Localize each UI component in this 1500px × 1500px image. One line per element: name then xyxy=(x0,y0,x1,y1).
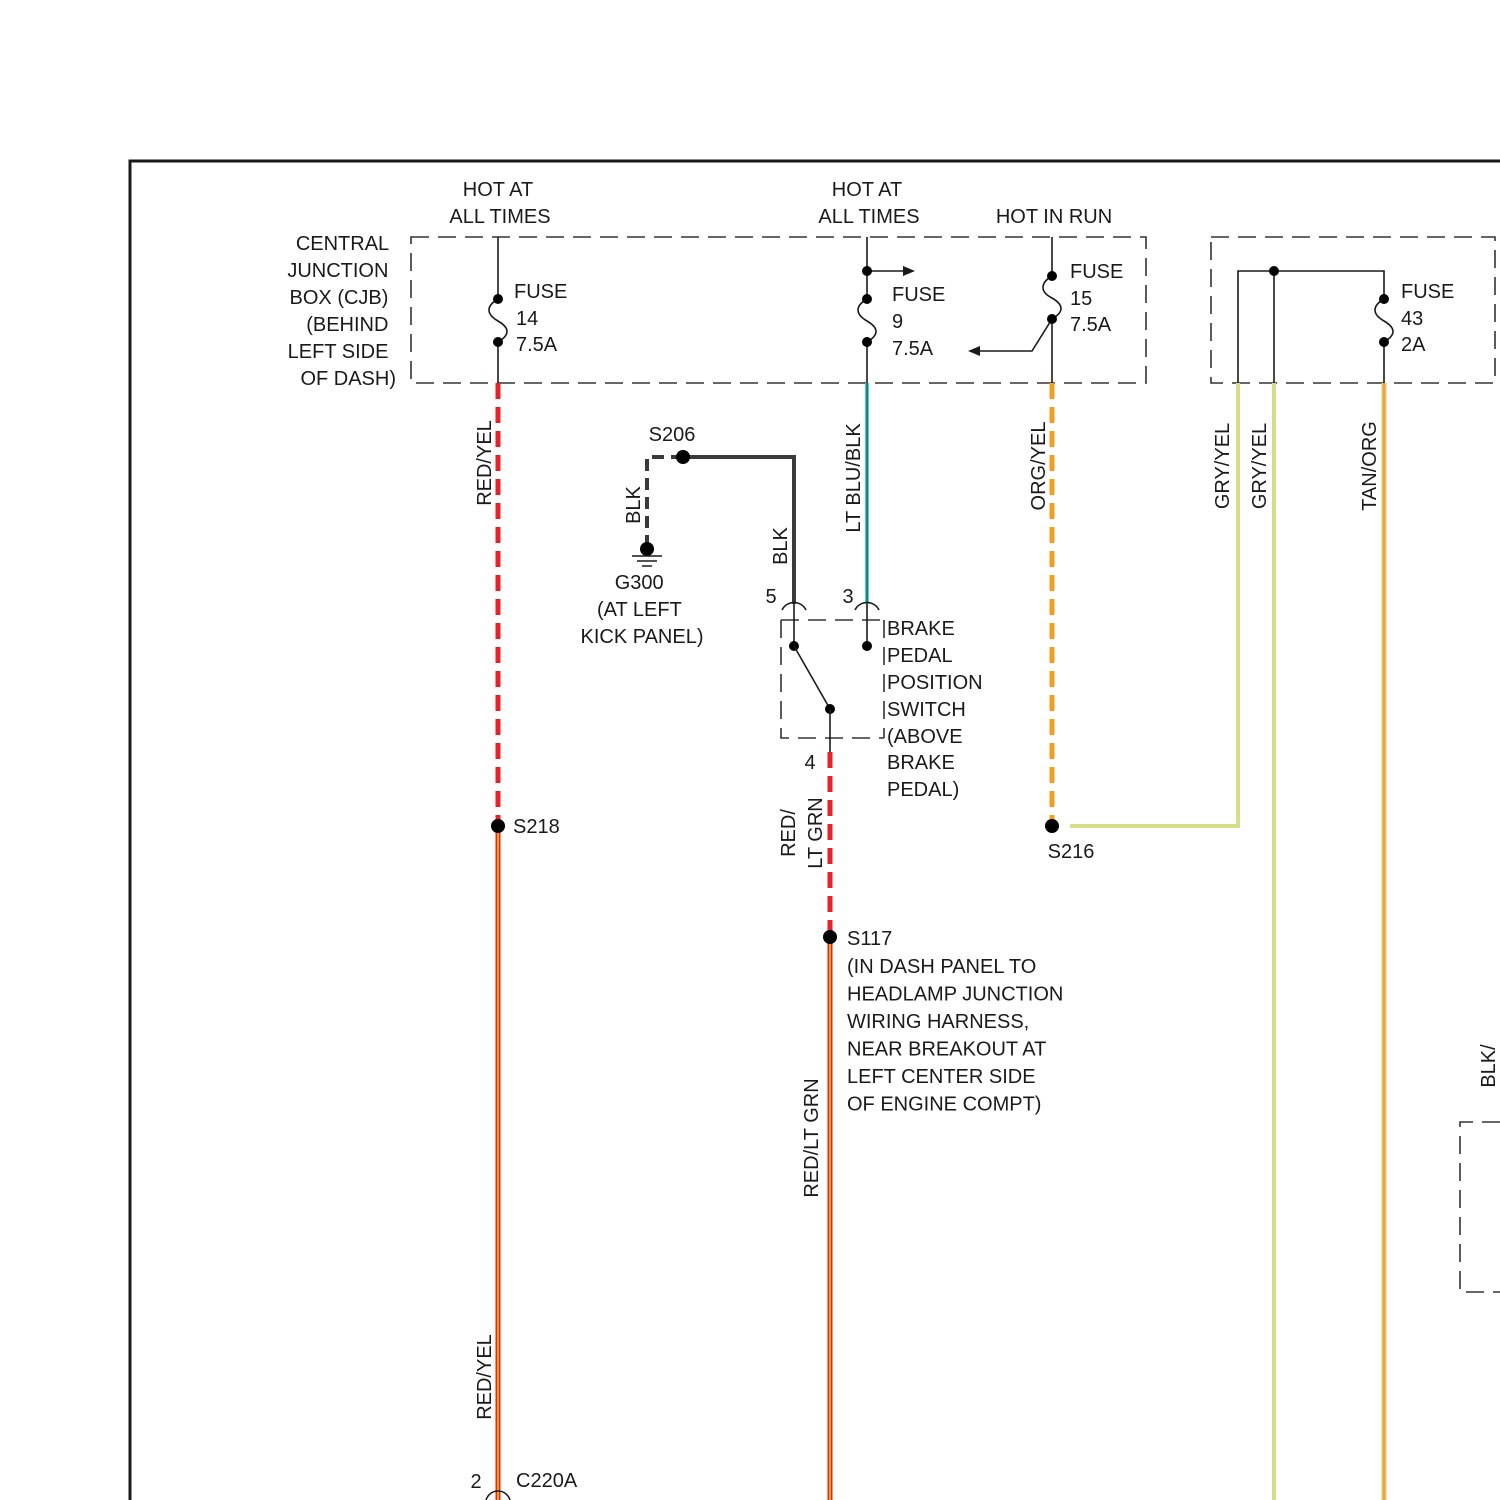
connector-c220a-label: C220A xyxy=(516,1470,578,1492)
wire-label-blk: BLK xyxy=(623,485,645,523)
switch-contact-3 xyxy=(862,641,872,651)
splice-s206-dot xyxy=(676,450,690,464)
wire-blk-ground xyxy=(647,457,683,545)
wire-label-org-yel: ORG/YEL xyxy=(1028,422,1050,511)
fuse-9-terminal-top xyxy=(862,294,872,304)
splice-s216-label: S216 xyxy=(1048,841,1095,863)
wire-label-red-lt-grn: RED/LT GRN xyxy=(801,1078,823,1197)
fuse-9-terminal-bottom xyxy=(862,337,872,347)
fuse-9-symbol xyxy=(858,299,876,342)
splice-s216-dot xyxy=(1045,819,1059,833)
splice-s206-label: S206 xyxy=(649,424,696,446)
fuse-43-symbol xyxy=(1375,299,1393,342)
ground-icon xyxy=(632,556,662,566)
splice-s117-label: S117 xyxy=(847,928,892,950)
fuse-15-branch xyxy=(978,319,1052,351)
switch-pin-5-label: 5 xyxy=(765,586,776,608)
ground-g300-label: G300 (AT LEFT KICK PANEL) xyxy=(581,572,704,648)
wire-label-gry-yel: GRY/YEL xyxy=(1249,423,1271,509)
wire-label-red-yel: RED/YEL xyxy=(474,1334,496,1420)
fuse-43-terminal-bottom xyxy=(1379,337,1389,347)
power-source-label: HOT IN RUN xyxy=(996,206,1112,228)
wire-label-lt-blu-blk: LT BLU/BLK xyxy=(843,423,865,533)
right-box-bus xyxy=(1238,271,1384,383)
wire-label-red-yel: RED/YEL xyxy=(474,420,496,506)
fuse-15-branch-arrow xyxy=(968,346,980,356)
switch-pin-3-label: 3 xyxy=(842,586,853,608)
fuse-15-terminal-bottom xyxy=(1047,314,1057,324)
fuse-9-branch-arrow xyxy=(903,266,915,276)
brake-switch-label: BRAKE PEDAL POSITION SWITCH (ABOVE BRAKE… xyxy=(887,618,988,801)
right-box-bus-node xyxy=(1269,266,1279,276)
switch-pin-4-label: 4 xyxy=(804,752,815,774)
splice-s117-note: (IN DASH PANEL TO HEADLAMP JUNCTION WIRI… xyxy=(847,956,1069,1116)
fuse-43-terminal-top xyxy=(1379,294,1389,304)
g300-ground-node xyxy=(640,542,654,556)
junction-box-right-outline xyxy=(1211,237,1495,383)
switch-blade xyxy=(794,646,830,709)
partial-component-outline xyxy=(1460,1122,1500,1292)
splice-s218-label: S218 xyxy=(513,816,560,838)
splice-s218-dot xyxy=(491,819,505,833)
fuse-15-terminal-top xyxy=(1047,271,1057,281)
wire-label-blk-partial: BLK/ xyxy=(1478,1044,1500,1088)
fuse-14-terminal-top xyxy=(493,294,503,304)
connector-pin-label: 2 xyxy=(470,1471,481,1493)
wire-label-red-lt-grn: LT GRN xyxy=(805,797,827,869)
wire-label-red-lt-grn: RED/ xyxy=(778,809,800,857)
wire-label-tan-org: TAN/ORG xyxy=(1359,421,1381,511)
fuse-9-branch-node xyxy=(862,266,872,276)
splice-s117-dot xyxy=(823,930,837,944)
brake-switch-outline xyxy=(781,620,884,738)
fuse-14-terminal-bottom xyxy=(493,337,503,347)
fuse-14-symbol xyxy=(489,299,507,342)
junction-box-label: CENTRAL JUNCTION BOX (CJB) (BEHIND LEFT … xyxy=(287,233,396,390)
wire-label-gry-yel: GRY/YEL xyxy=(1212,423,1234,509)
fuse-15-symbol xyxy=(1043,276,1061,319)
wire-label-blk: BLK xyxy=(770,526,792,564)
